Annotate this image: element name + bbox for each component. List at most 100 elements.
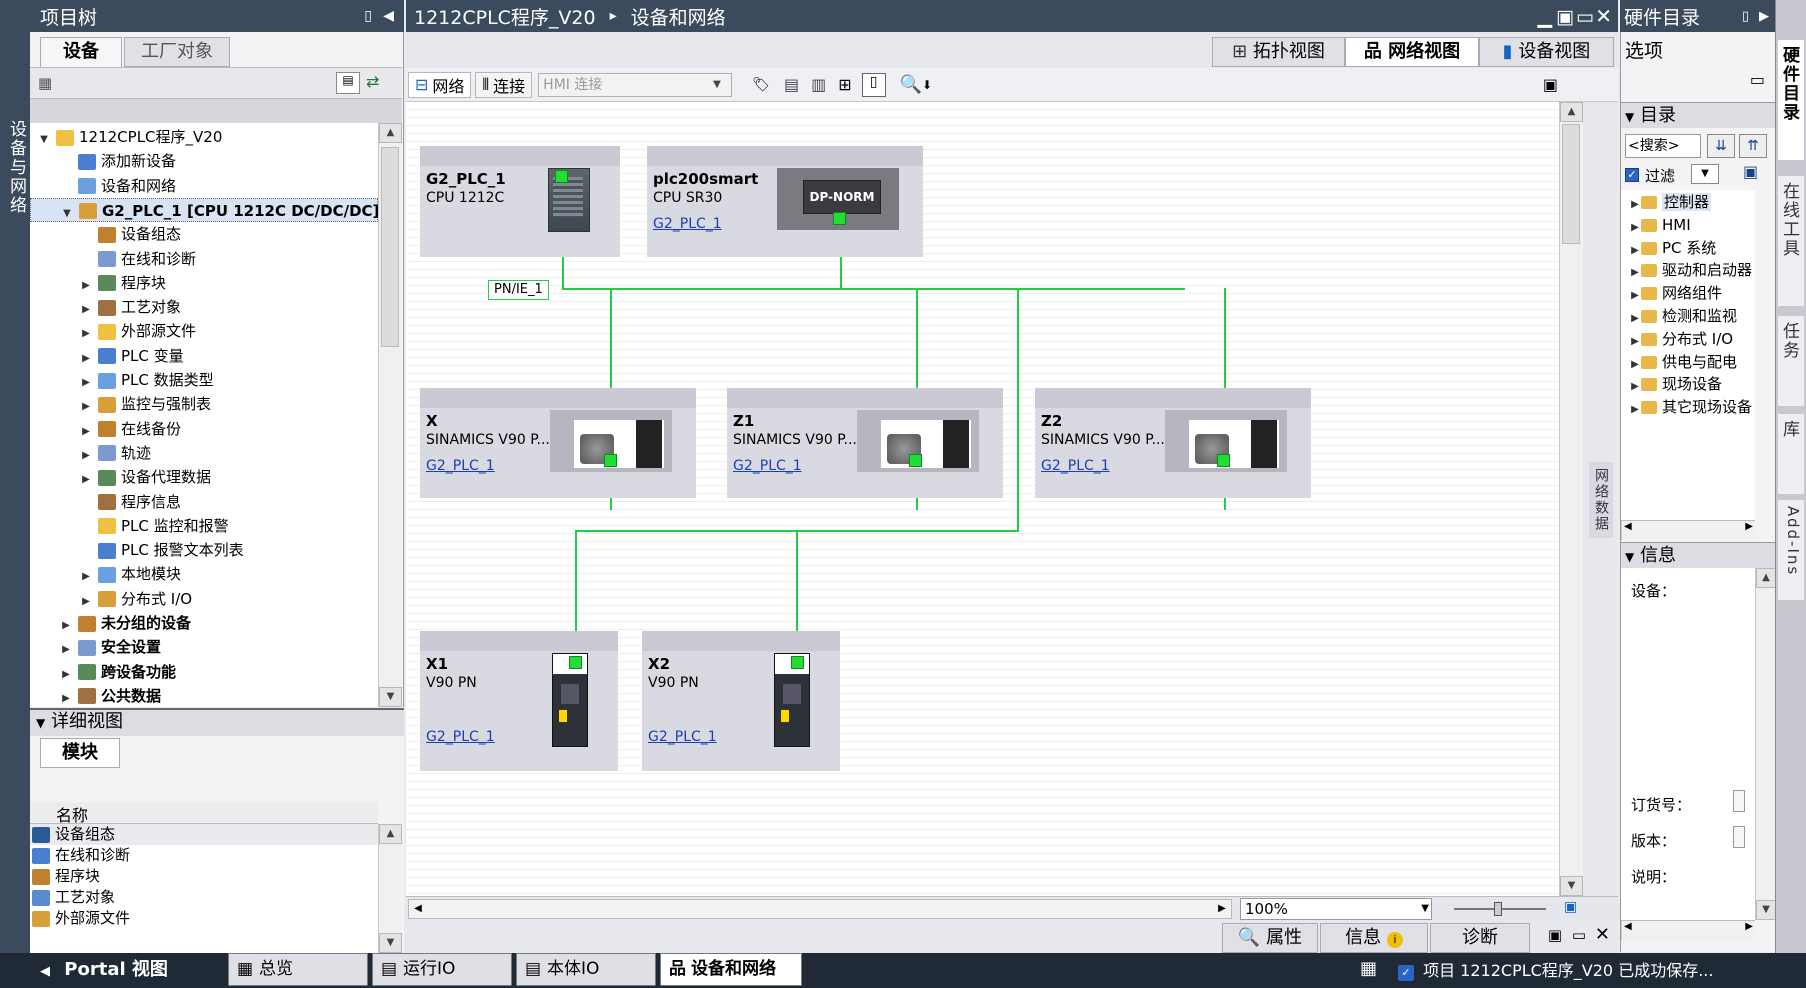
device-x[interactable]: X SINAMICS V90 P... G2_PLC_1 — [420, 388, 696, 498]
zoom-slider[interactable] — [1454, 902, 1546, 916]
port-z2[interactable] — [1217, 454, 1230, 467]
tab-modules[interactable]: 模块 — [40, 738, 120, 768]
scroll-down-button[interactable]: ▼ — [379, 687, 402, 707]
tab-plant-objects[interactable]: 工厂对象 — [124, 37, 230, 67]
expand-arrow-icon[interactable]: ▶ — [82, 328, 90, 340]
tree-item[interactable]: ▼1212CPLC程序_V20 — [30, 125, 378, 149]
catalog-item[interactable]: ▶分布式 I/O — [1621, 328, 1755, 350]
tree-item[interactable]: PLC 监控和报警 — [30, 514, 378, 538]
list-view-icon[interactable]: ▤ — [336, 72, 360, 94]
port-x2[interactable] — [791, 656, 804, 669]
hscroll-left[interactable]: ◀ — [414, 903, 422, 914]
tab-info[interactable]: 信息 i — [1320, 923, 1428, 953]
expand-arrow-icon[interactable]: ▶ — [82, 571, 90, 583]
search-up-icon[interactable]: ⇈ — [1739, 134, 1767, 158]
scroll-thumb[interactable] — [381, 147, 399, 347]
catalog-expand-icon[interactable]: ▶ — [1631, 313, 1639, 324]
info-hscrollbar[interactable]: ◀ ▶ — [1621, 920, 1755, 940]
zoom-dropdown-icon[interactable]: ▼ — [1421, 903, 1429, 914]
device-link[interactable]: G2_PLC_1 — [733, 458, 802, 474]
catalog-expand-icon[interactable]: ▶ — [1631, 244, 1639, 256]
taskbar-tab-body-io[interactable]: ▤本体IO — [516, 953, 656, 986]
canvas-scroll-down[interactable]: ▼ — [1560, 876, 1583, 896]
catalog-expand-icon[interactable]: ▶ — [1631, 358, 1639, 370]
portal-view-button[interactable]: ◀ Portal 视图 — [40, 959, 168, 980]
tree-item[interactable]: ▶外部源文件 — [30, 319, 378, 343]
inspector-restore-icon[interactable]: ▣ — [1547, 926, 1562, 944]
catalog-item[interactable]: ▶网络组件 — [1621, 282, 1755, 304]
zoom-icon[interactable]: 🔍 — [899, 74, 923, 95]
pin-icon[interactable]: ▯ — [364, 8, 372, 24]
catalog-expand-icon[interactable]: ▶ — [1631, 381, 1639, 393]
fit-icon[interactable]: ▣ — [1564, 899, 1578, 915]
expand-arrow-icon[interactable]: ▶ — [82, 401, 90, 413]
vtab-hardware-catalog[interactable]: 硬件目录 — [1778, 40, 1804, 160]
tree-item[interactable]: ▶设备代理数据 — [30, 465, 378, 489]
tab-devices[interactable]: 设备 — [40, 37, 122, 67]
tab-network-view[interactable]: 品 网络视图 — [1345, 37, 1479, 67]
vtab-tasks[interactable]: 任务 — [1778, 316, 1804, 406]
device-link[interactable]: G2_PLC_1 — [653, 216, 722, 232]
catalog-settings-icon[interactable]: ▣ — [1743, 162, 1759, 181]
detail-scroll-down[interactable]: ▼ — [379, 933, 402, 953]
canvas-vscrollbar[interactable]: ▲ ▼ — [1559, 102, 1583, 896]
catalog-expand-icon[interactable]: ▶ — [1631, 199, 1639, 210]
catalog-section-header[interactable]: ▼ 目录 — [1621, 102, 1776, 128]
page-icon[interactable]: ▯ — [861, 72, 886, 97]
add-icon[interactable]: ▦ — [38, 74, 53, 92]
vtab-libraries[interactable]: 库 — [1778, 414, 1804, 494]
scroll-up-button[interactable]: ▲ — [379, 123, 402, 143]
detail-scroll-up[interactable]: ▲ — [379, 824, 402, 844]
connect-button[interactable]: ⫴连接 — [475, 71, 533, 98]
expand-arrow-icon[interactable]: ▶ — [82, 377, 90, 388]
expand-arrow-icon[interactable]: ▶ — [82, 279, 90, 291]
tree-item[interactable]: ▶PLC 数据类型 — [30, 368, 378, 392]
catalog-expand-icon[interactable]: ▶ — [1631, 335, 1639, 347]
device-z2[interactable]: Z2 SINAMICS V90 P... G2_PLC_1 — [1035, 388, 1311, 498]
tab-topology-view[interactable]: ⊞ 拓扑视图 — [1212, 37, 1345, 67]
expand-arrow-icon[interactable]: ▶ — [82, 304, 90, 316]
expand-arrow-icon[interactable]: ▶ — [62, 692, 70, 704]
catalog-pin-icon[interactable]: ▯ — [1741, 8, 1749, 24]
detail-list-item[interactable]: 设备组态 — [30, 824, 378, 845]
port-plc200smart[interactable] — [833, 212, 846, 225]
catalog-scroll-left[interactable]: ◀ — [1624, 521, 1632, 532]
taskbar-tab-run-io[interactable]: ▤运行IO — [372, 953, 512, 986]
dropdown-arrow-icon[interactable]: ▼ — [713, 78, 721, 90]
options-panel-icon[interactable]: ▭ — [1749, 70, 1765, 89]
tool-icon-1[interactable]: ▤ — [783, 75, 800, 94]
tree-scrollbar[interactable]: ▲ ▼ — [378, 123, 402, 707]
port-x[interactable] — [604, 454, 617, 467]
catalog-item[interactable]: ▶供电与配电 — [1621, 351, 1755, 373]
expand-arrow-icon[interactable]: ▶ — [82, 425, 90, 437]
tree-item[interactable]: 设备组态 — [30, 222, 378, 246]
canvas-scroll-thumb[interactable] — [1562, 124, 1580, 244]
status-list-icon[interactable]: ▦ — [1360, 958, 1378, 979]
tree-item[interactable]: ▶监控与强制表 — [30, 392, 378, 416]
name-icon[interactable]: 🏷 — [752, 76, 770, 93]
device-g2-plc-1[interactable]: G2_PLC_1 CPU 1212C — [420, 146, 620, 257]
hmi-connection-select[interactable]: HMI 连接 ▼ — [538, 72, 733, 97]
tree-item[interactable]: ▶轨迹 — [30, 441, 378, 465]
tree-item[interactable]: ▶分布式 I/O — [30, 587, 378, 611]
expand-arrow-icon[interactable]: ▼ — [63, 207, 71, 219]
tree-item[interactable]: ▶在线备份 — [30, 417, 378, 441]
network-button[interactable]: ⊟网络 — [408, 71, 472, 98]
tab-device-view[interactable]: ▮ 设备视图 — [1479, 37, 1614, 67]
catalog-item[interactable]: ▶PC 系统 — [1621, 237, 1755, 259]
detail-list-item[interactable]: 在线和诊断 — [30, 845, 378, 866]
search-down-icon[interactable]: ⇊ — [1707, 134, 1735, 158]
version-field[interactable] — [1733, 826, 1745, 848]
restore-icon[interactable]: ▣ — [1556, 6, 1574, 28]
port-z1[interactable] — [909, 454, 922, 467]
status-message[interactable]: ✓ 项目 1212CPLC程序_V20 已成功保存... — [1398, 957, 1713, 985]
catalog-scroll-right[interactable]: ▶ — [1745, 521, 1753, 532]
tree-item[interactable]: ▶工艺对象 — [30, 295, 378, 319]
info-scroll-up[interactable]: ▲ — [1756, 568, 1776, 588]
tree-item[interactable]: ▶公共数据 — [30, 684, 378, 707]
filter-checkbox[interactable]: ✓ — [1625, 168, 1639, 182]
device-link[interactable]: G2_PLC_1 — [426, 729, 495, 745]
device-z1[interactable]: Z1 SINAMICS V90 P... G2_PLC_1 — [727, 388, 1003, 498]
port-x1[interactable] — [569, 656, 582, 669]
detail-list-item[interactable]: 工艺对象 — [30, 887, 378, 908]
